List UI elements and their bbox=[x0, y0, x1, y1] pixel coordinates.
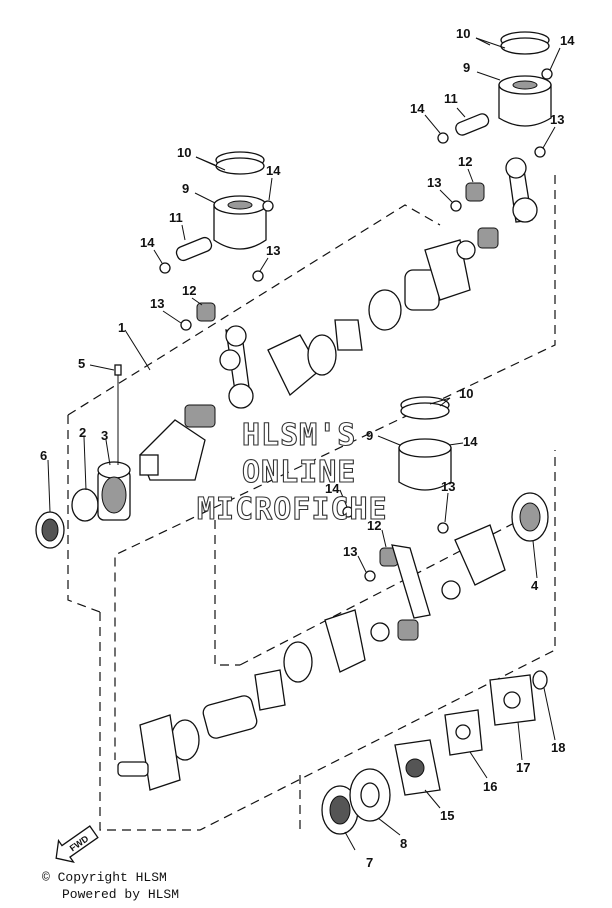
callout-2: 2 bbox=[79, 425, 86, 440]
watermark-line-2: ONLINE bbox=[242, 455, 356, 490]
callout-17: 17 bbox=[516, 760, 530, 775]
callout-13d: 13 bbox=[150, 296, 164, 311]
callout-9b: 9 bbox=[182, 181, 189, 196]
callout-13b: 13 bbox=[427, 175, 441, 190]
callout-11b: 11 bbox=[169, 210, 183, 225]
callout-labels: 1 2 3 4 5 6 7 8 9 9 9 10 10 10 11 11 12 … bbox=[40, 26, 575, 870]
assembly-outlines bbox=[67, 175, 556, 835]
callout-13f: 13 bbox=[343, 544, 357, 559]
watermark-line-3: MICROFICHE bbox=[197, 492, 388, 527]
callout-12c: 12 bbox=[367, 518, 381, 533]
coupling-group bbox=[321, 670, 548, 835]
piston-group-upper-left bbox=[159, 151, 274, 409]
callout-18: 18 bbox=[551, 740, 565, 755]
piston-group-upper-right bbox=[437, 31, 553, 260]
copyright-text: © Copyright HLSM bbox=[42, 870, 167, 885]
crankshaft-lower bbox=[117, 609, 419, 791]
callout-10c: 10 bbox=[459, 386, 473, 401]
leader-lines bbox=[47, 37, 561, 851]
callout-6: 6 bbox=[40, 448, 47, 463]
callout-10a: 10 bbox=[456, 26, 470, 41]
callout-5: 5 bbox=[78, 356, 85, 371]
callout-4: 4 bbox=[531, 578, 539, 593]
callout-14d: 14 bbox=[140, 235, 155, 250]
callout-12b: 12 bbox=[182, 283, 196, 298]
watermark-line-1: HLSM'S bbox=[242, 418, 356, 453]
callout-7: 7 bbox=[366, 855, 373, 870]
fwd-arrow: FWD bbox=[55, 825, 99, 863]
callout-14a: 14 bbox=[560, 33, 575, 48]
crankshaft-upper bbox=[35, 239, 471, 549]
callout-14c: 14 bbox=[266, 163, 281, 178]
callout-13a: 13 bbox=[550, 112, 564, 127]
callout-10b: 10 bbox=[177, 145, 191, 160]
callout-16: 16 bbox=[483, 779, 497, 794]
callout-14e: 14 bbox=[463, 434, 478, 449]
callout-14b: 14 bbox=[410, 101, 425, 116]
callout-15: 15 bbox=[440, 808, 454, 823]
callout-11a: 11 bbox=[444, 91, 458, 106]
callout-13e: 13 bbox=[441, 479, 455, 494]
callout-14f: 14 bbox=[325, 481, 340, 496]
watermark: HLSM'S ONLINE MICROFICHE bbox=[196, 417, 388, 527]
powered-by-text: Powered by HLSM bbox=[62, 887, 180, 902]
callout-12a: 12 bbox=[458, 154, 472, 169]
callout-8: 8 bbox=[400, 836, 407, 851]
callout-10: 1 bbox=[118, 320, 125, 335]
callout-9c: 9 bbox=[366, 428, 373, 443]
callout-13c: 13 bbox=[266, 243, 280, 258]
callout-3: 3 bbox=[101, 428, 108, 443]
piston-group-middle bbox=[342, 396, 549, 619]
callout-9a: 9 bbox=[463, 60, 470, 75]
